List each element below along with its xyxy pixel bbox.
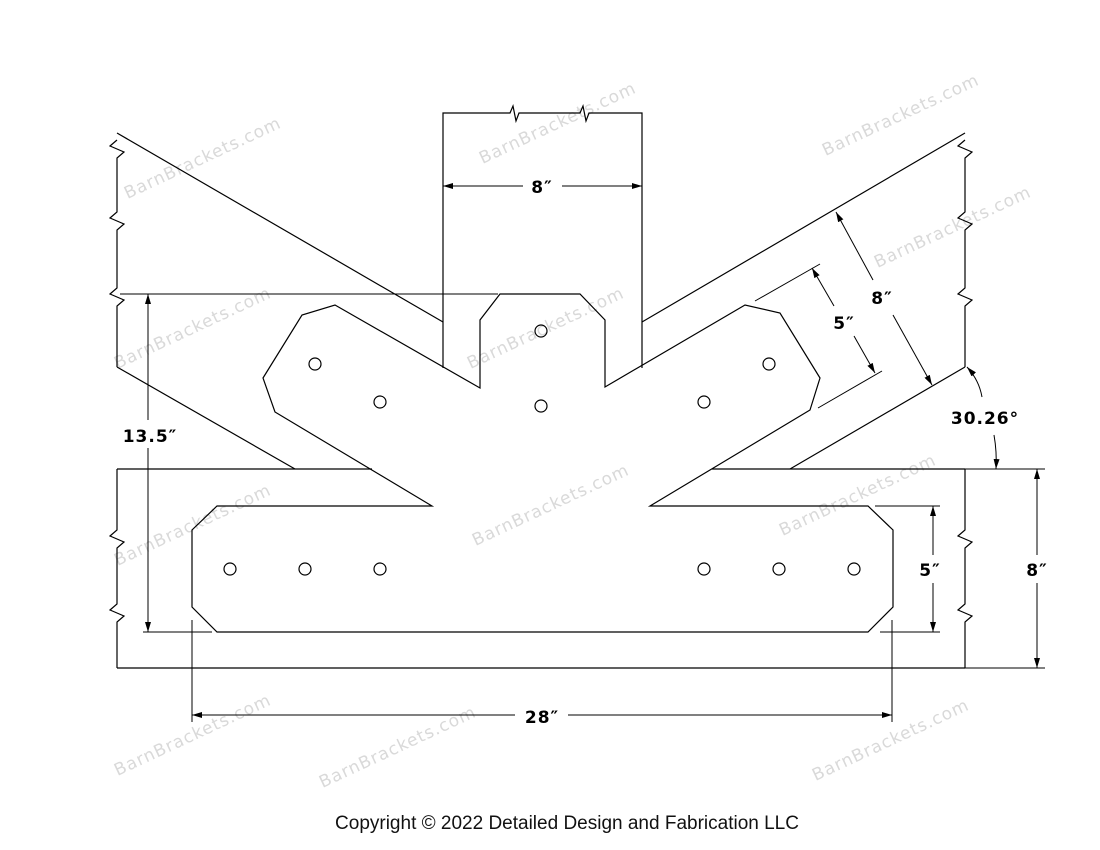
copyright-text: Copyright © 2022 Detailed Design and Fab… bbox=[335, 813, 799, 834]
watermark: BarnBrackets.com bbox=[809, 695, 972, 785]
bolt-hole bbox=[772, 562, 786, 576]
dim-rafter-width: 8″ bbox=[835, 211, 933, 386]
bolt-hole bbox=[847, 562, 861, 576]
bracket-plate bbox=[191, 293, 894, 633]
dim-rafter-angle: 30.26° bbox=[951, 366, 1019, 470]
dim-beam-height: 8″ bbox=[965, 468, 1047, 669]
dim-arm-width: 5″ bbox=[754, 263, 883, 409]
dim-overall-height: 13.5″ bbox=[120, 293, 498, 633]
dim-label: 13.5″ bbox=[123, 427, 178, 447]
right-rafter bbox=[641, 132, 974, 470]
bolt-hole bbox=[308, 357, 322, 371]
dim-label: 8″ bbox=[1026, 561, 1047, 581]
left-rafter bbox=[108, 132, 444, 470]
dim-label: 8″ bbox=[531, 178, 552, 198]
watermarks: BarnBrackets.com BarnBrackets.com BarnBr… bbox=[111, 70, 1034, 792]
bolt-hole bbox=[534, 399, 548, 413]
bolt-hole bbox=[697, 562, 711, 576]
watermark: BarnBrackets.com bbox=[121, 113, 284, 203]
beam bbox=[108, 468, 974, 669]
bolt-holes bbox=[223, 324, 861, 576]
watermark: BarnBrackets.com bbox=[469, 460, 632, 550]
bolt-hole bbox=[534, 324, 548, 338]
dim-label: 28″ bbox=[525, 708, 559, 728]
watermark: BarnBrackets.com bbox=[316, 702, 479, 792]
dim-label: 5″ bbox=[833, 314, 854, 334]
bolt-hole bbox=[373, 562, 387, 576]
bolt-hole bbox=[298, 562, 312, 576]
bolt-hole bbox=[223, 562, 237, 576]
dim-label: 30.26° bbox=[951, 409, 1019, 429]
watermark: BarnBrackets.com bbox=[111, 690, 274, 780]
dim-label: 5″ bbox=[919, 561, 940, 581]
watermark: BarnBrackets.com bbox=[776, 450, 939, 540]
watermark: BarnBrackets.com bbox=[819, 70, 982, 160]
watermark: BarnBrackets.com bbox=[476, 78, 639, 168]
dim-post-width: 8″ bbox=[443, 178, 642, 198]
watermark: BarnBrackets.com bbox=[111, 283, 274, 373]
watermark: BarnBrackets.com bbox=[111, 480, 274, 570]
dim-label: 8″ bbox=[871, 289, 892, 309]
watermark: BarnBrackets.com bbox=[871, 182, 1034, 272]
bolt-hole bbox=[762, 357, 776, 371]
post bbox=[442, 103, 643, 368]
dim-overall-length: 28″ bbox=[191, 620, 893, 728]
bolt-hole bbox=[373, 395, 387, 409]
bolt-hole bbox=[697, 395, 711, 409]
dim-plate-height: 5″ bbox=[875, 505, 940, 633]
